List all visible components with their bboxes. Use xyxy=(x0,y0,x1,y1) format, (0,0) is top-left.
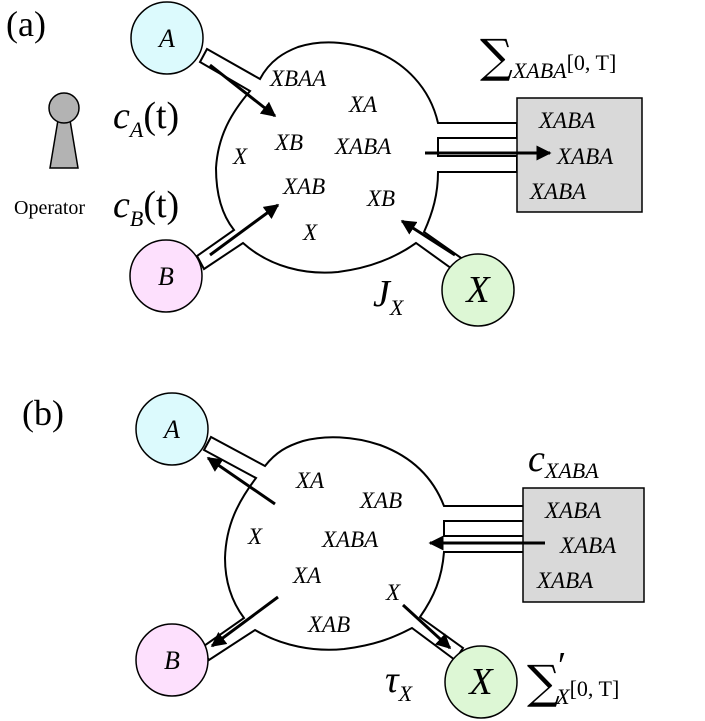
reservoir-b-node xyxy=(129,239,203,313)
inflow-x-arrow xyxy=(400,219,456,257)
operator-icon xyxy=(48,92,80,169)
chamber-species: XABA xyxy=(334,134,392,159)
chamber-species: XAB xyxy=(359,488,402,513)
reservoir-b-label: B xyxy=(164,646,180,675)
inflow-b-arrow xyxy=(209,203,280,257)
chamber-species: X xyxy=(232,144,248,169)
rate-label-ca: cA(t) xyxy=(113,95,179,142)
source-box-b xyxy=(522,487,645,603)
chamber-species: XBAA xyxy=(269,66,327,91)
outflow-x-arrow xyxy=(401,603,452,650)
chamber-species: X xyxy=(247,524,263,549)
reservoir-x-label: X xyxy=(464,269,491,311)
chamber-species: X xyxy=(302,220,318,245)
product-box-item: XABA xyxy=(538,108,596,133)
chamber-species: XAB xyxy=(307,612,350,637)
panel-b-label: (b) xyxy=(22,393,64,433)
chamber-species: XB xyxy=(366,186,395,211)
product-box-item: XABA xyxy=(556,144,614,169)
sum-label-a: ∑XABA[0, T] xyxy=(480,29,616,83)
reservoir-a-label: A xyxy=(162,415,180,444)
chamber-species: XA xyxy=(295,468,325,493)
outflow-b-arrow xyxy=(210,595,279,648)
reservoir-a-node xyxy=(130,1,204,75)
panel-a: (a) A B X XABA XABA XABA XBAA XA XB XABA… xyxy=(6,1,643,327)
panel-b: (b) A B X XABA XABA XABA XA XAB X XABA X… xyxy=(22,392,645,719)
inflow-a-arrow xyxy=(209,63,277,118)
operator-label: Operator xyxy=(14,197,85,219)
rate-label-cb: cB(t) xyxy=(113,184,179,231)
reservoir-x-node xyxy=(444,645,518,719)
concentration-label: cXABA xyxy=(528,438,599,483)
reservoir-a-label: A xyxy=(157,24,175,53)
source-box-item: XABA xyxy=(559,533,617,558)
chamber-species: XAB xyxy=(282,174,325,199)
chamber-species: XABA xyxy=(321,527,379,552)
outflow-a-arrow xyxy=(206,456,276,506)
chamber-species: XA xyxy=(348,92,378,117)
tau-label: τX xyxy=(385,659,414,706)
reservoir-b-node xyxy=(135,623,209,697)
source-box-item: XABA xyxy=(536,568,594,593)
reservoir-a-node xyxy=(135,392,209,466)
panel-a-label: (a) xyxy=(6,4,46,44)
reservoir-x-label: X xyxy=(467,661,494,703)
reservoir-x-node xyxy=(441,253,515,327)
chamber-species: X xyxy=(385,580,401,605)
reservoir-b-label: B xyxy=(158,262,174,291)
chamber-species: XB xyxy=(274,130,303,155)
chamber-species: XA xyxy=(292,563,322,588)
source-box-item: XABA xyxy=(544,498,602,523)
sum-label-b: ∑′X[0, T] xyxy=(527,645,619,709)
product-box-item: XABA xyxy=(529,179,587,204)
flux-label-jx: JX xyxy=(373,273,405,320)
